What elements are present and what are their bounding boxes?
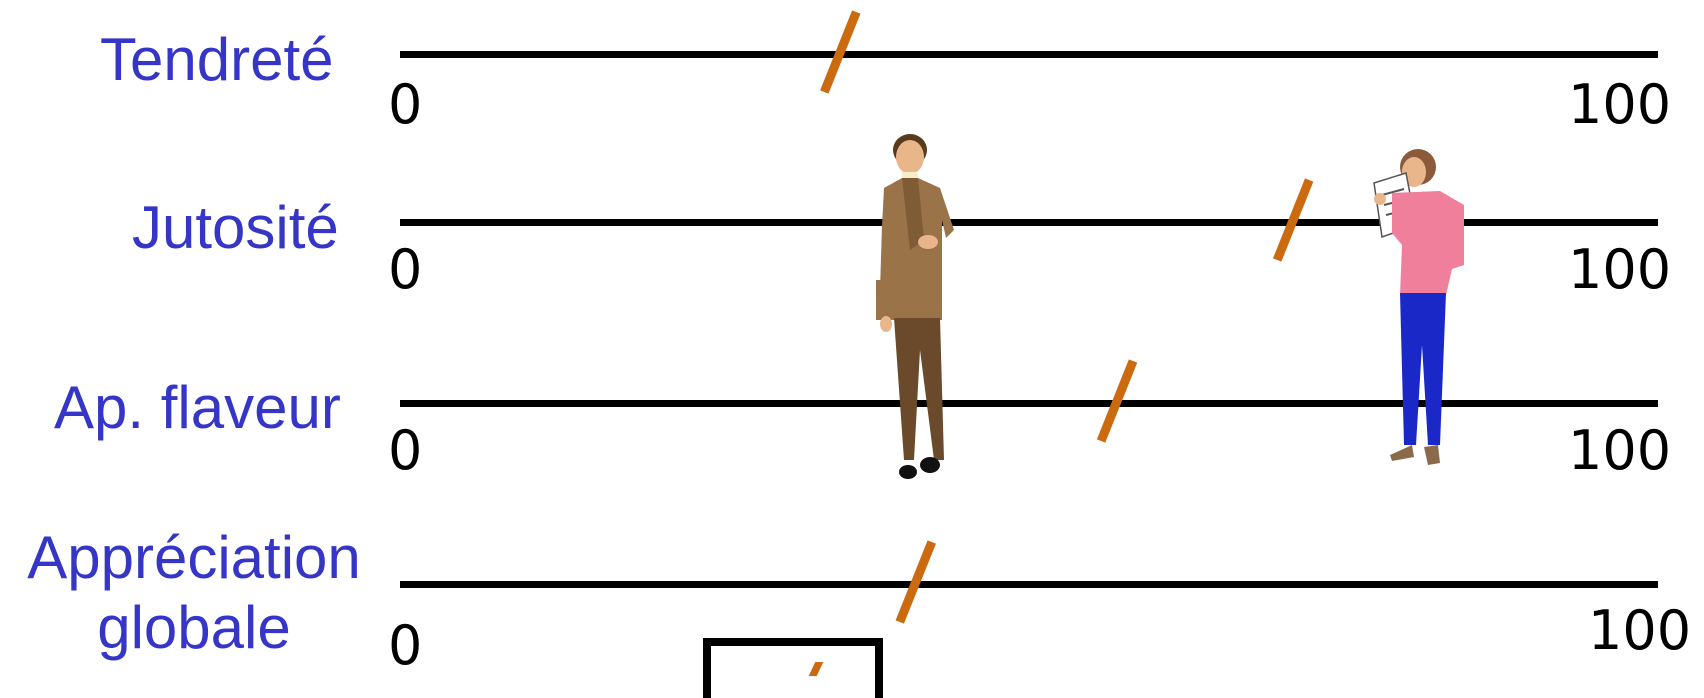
scale-mark-tendrete[interactable] [824,12,856,92]
scale-mark-flaveur[interactable] [1101,361,1133,441]
scale-mark-globale[interactable] [900,542,932,622]
scale-mark-jutosite[interactable] [1277,180,1309,260]
woman-with-clipboard-figure [1360,145,1470,475]
man-in-suit-figure [872,130,982,480]
